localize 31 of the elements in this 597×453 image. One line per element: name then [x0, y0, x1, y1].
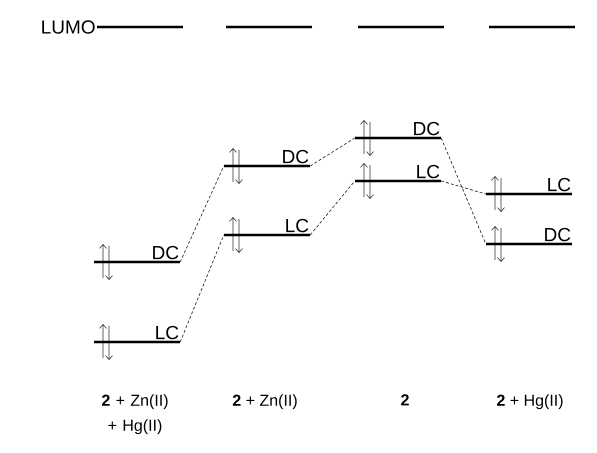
energy-level [358, 26, 444, 28]
connector-line [440, 180, 486, 194]
energy-level: LC [224, 218, 310, 236]
energy-level: LUMO [42, 20, 183, 34]
node-label: LC [286, 218, 308, 232]
column-label: 2 + Zn(II) + Hg(II) [102, 394, 168, 434]
node-label: LC [548, 178, 570, 192]
energy-level: DC [94, 246, 180, 264]
node-label: DC [153, 246, 178, 260]
node-label: LUMO [42, 20, 95, 34]
energy-level [226, 26, 312, 28]
energy-level [489, 26, 575, 28]
node-label: LC [417, 164, 440, 178]
energy-level: LC [486, 178, 572, 196]
connector-line [180, 234, 224, 342]
energy-level: LC [355, 164, 441, 182]
connector-line [180, 166, 224, 262]
energy-level: LC [94, 326, 180, 344]
connector-line [310, 180, 356, 236]
column-label: 2 [401, 394, 409, 406]
energy-level: DC [486, 228, 572, 246]
node-label: LC [156, 326, 178, 340]
node-label: DC [283, 150, 308, 164]
column-label: 2 + Zn(II) [232, 394, 297, 410]
connector-line [310, 138, 356, 166]
node-label: DC [414, 122, 440, 136]
energy-level: DC [224, 150, 310, 168]
node-label: DC [545, 228, 570, 242]
energy-level: DC [355, 122, 441, 140]
connector-line [440, 138, 486, 244]
column-label: 2 + Hg(II) [496, 394, 563, 410]
